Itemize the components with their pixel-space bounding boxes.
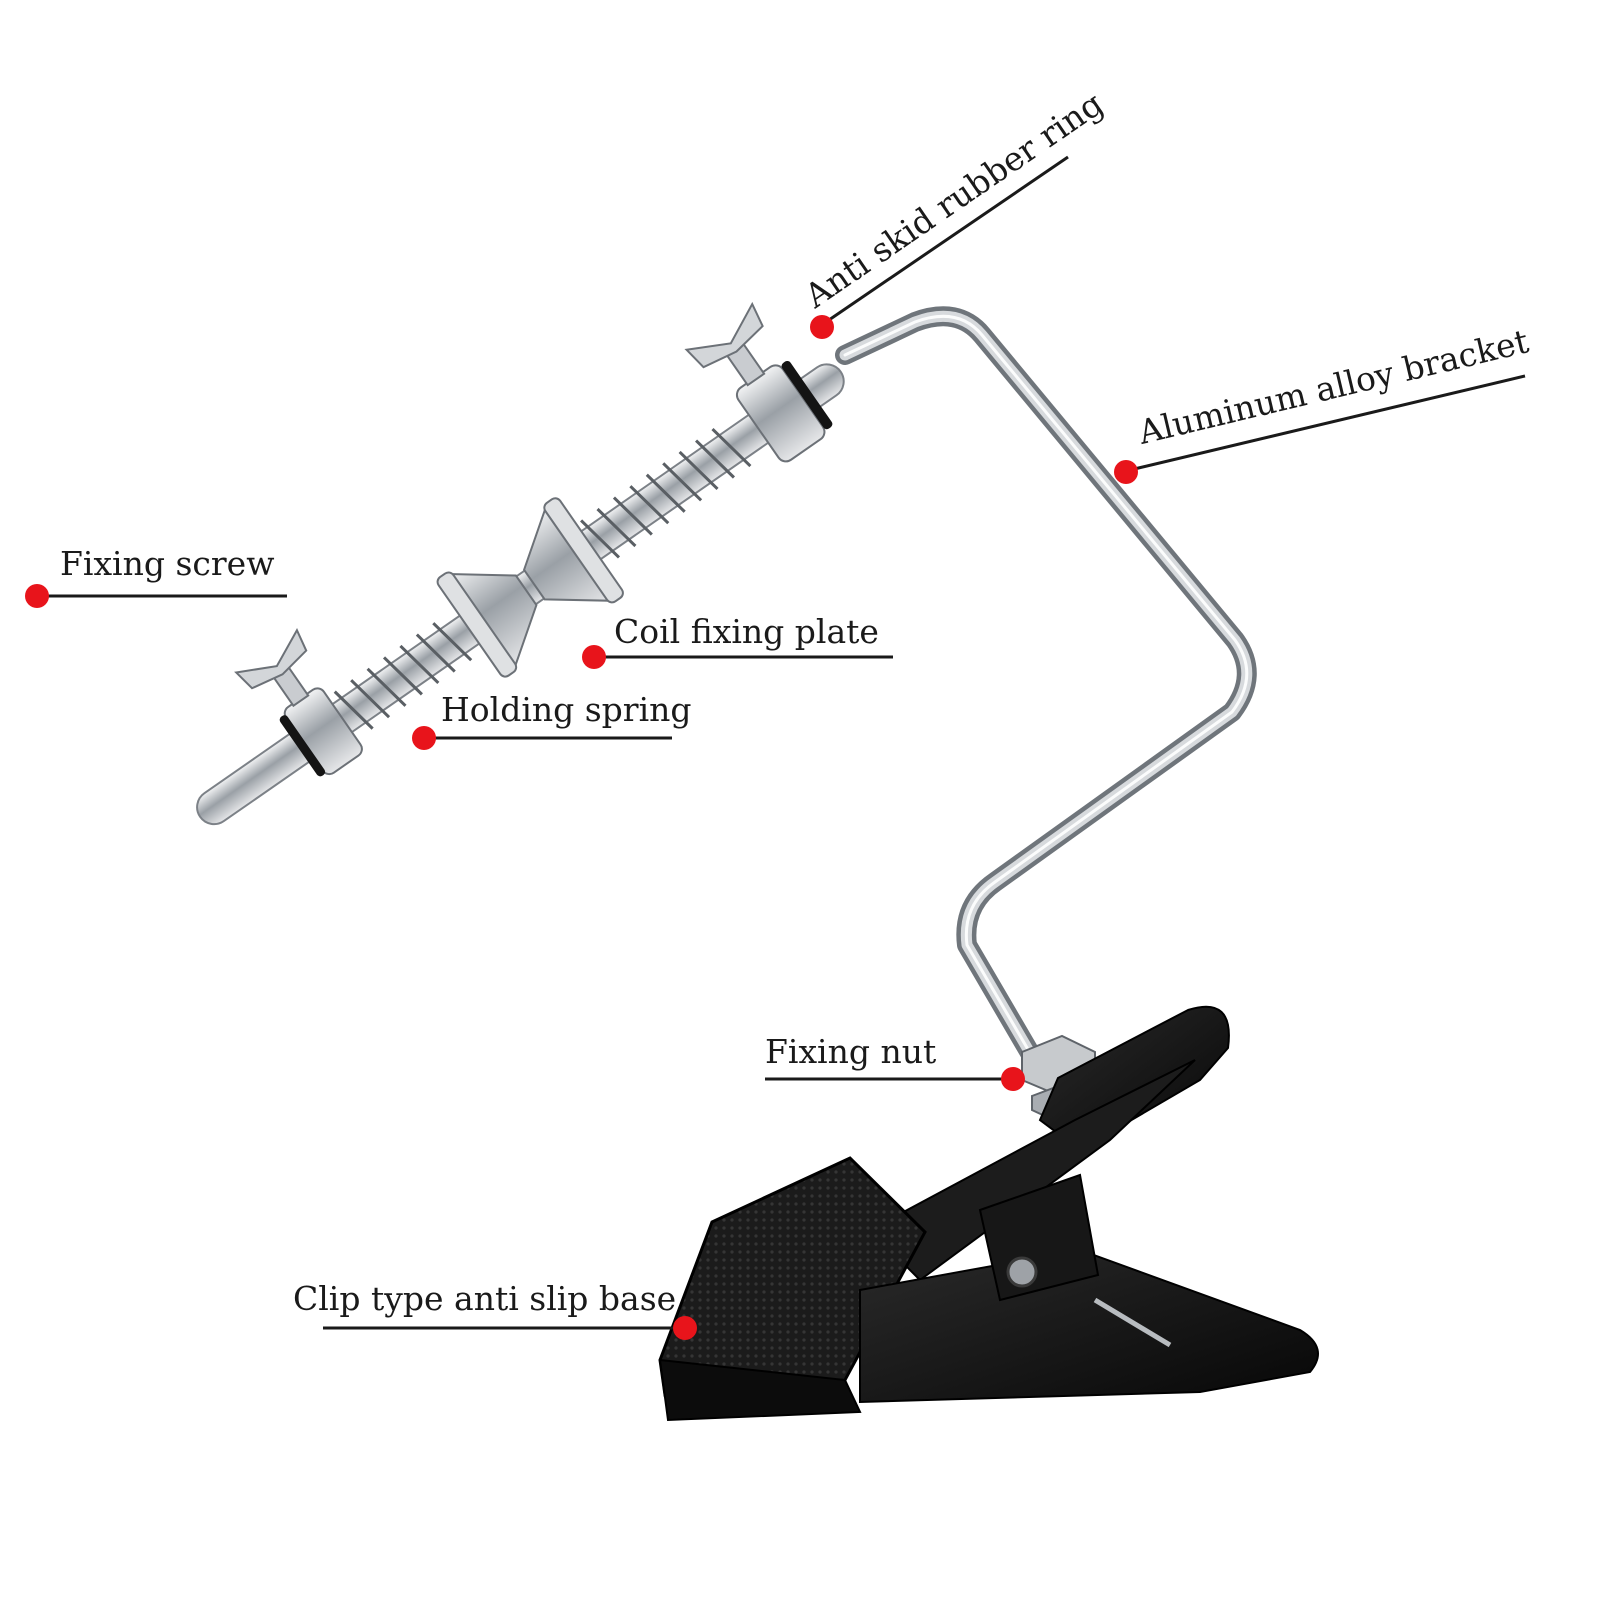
leader-line-bracket — [1129, 374, 1526, 472]
marker-fixing-nut — [1001, 1067, 1025, 1091]
leader-line-rubber-ring — [825, 155, 1069, 324]
left-rubber-ring — [279, 715, 326, 777]
marker-clip-base — [673, 1316, 697, 1340]
clip-base-shape — [658, 1005, 1319, 1422]
marker-fixing-screw — [25, 584, 49, 608]
label-holding-spring: Holding spring — [441, 690, 692, 729]
marker-rubber-ring — [810, 315, 834, 339]
marker-bracket — [1114, 460, 1138, 484]
right-rubber-ring — [781, 360, 833, 430]
label-fixing-nut: Fixing nut — [765, 1032, 937, 1071]
label-coil-fixing-plate: Coil fixing plate — [614, 612, 879, 651]
marker-coil-plate — [582, 645, 606, 669]
coil-fixing-cones — [436, 497, 624, 678]
spindle-assembly — [196, 301, 845, 826]
marker-holding-spring — [412, 726, 436, 750]
left-wing-screw — [234, 628, 310, 708]
label-clip-type-anti-slip-base: Clip type anti slip base — [293, 1279, 677, 1318]
bracket-wire — [835, 306, 1257, 1080]
right-wing-screw — [684, 301, 766, 387]
callout-markers — [25, 315, 1138, 1340]
label-fixing-screw: Fixing screw — [60, 544, 275, 583]
leader-lines — [37, 155, 1526, 1330]
